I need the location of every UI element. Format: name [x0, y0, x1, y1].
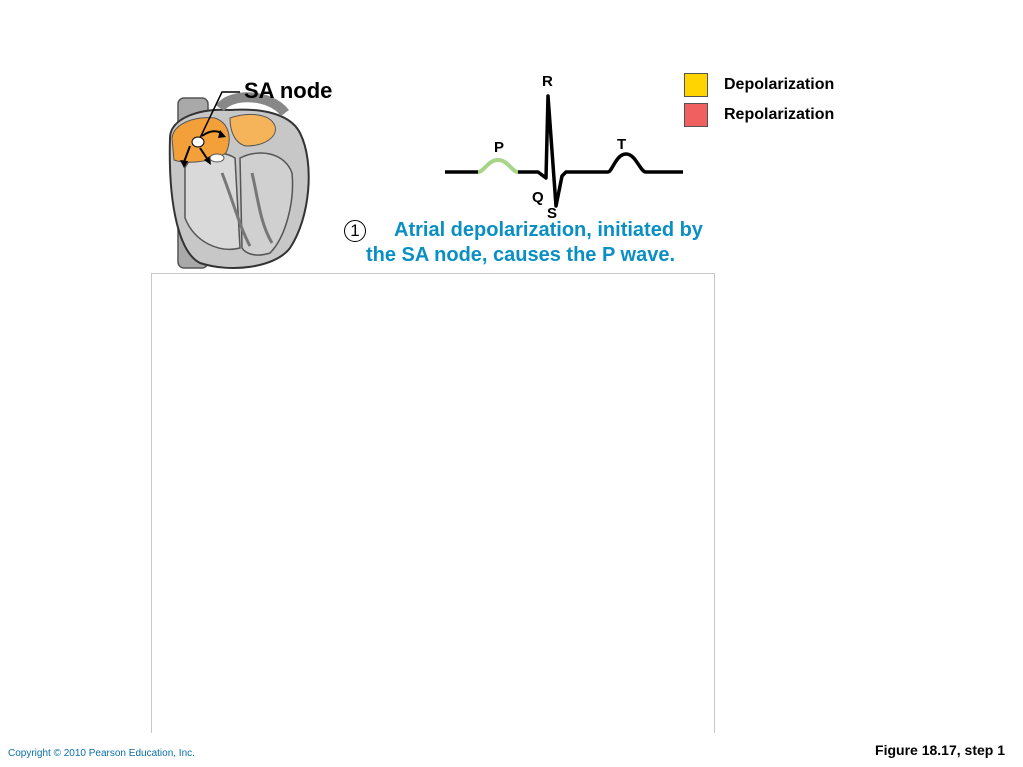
ventricle-wall: [220, 172, 274, 247]
ecg-trace: R P T Q S: [445, 73, 683, 222]
legend-label: Repolarization: [724, 106, 835, 123]
step-text-line1: Atrial depolarization, initiated by: [394, 219, 703, 241]
av-node: [209, 153, 225, 163]
legend: Depolarization Repolarization: [684, 72, 834, 132]
content-frame: [151, 273, 715, 733]
legend-item-repolarization: Repolarization: [684, 102, 834, 128]
depolarization-swatch: [684, 73, 708, 97]
ecg-label-s: S: [547, 205, 557, 222]
arrowhead-3: [218, 130, 226, 138]
sa-node-leader: [199, 91, 240, 139]
step-caption: 1 Atrial depolarization, initiated by th…: [344, 218, 774, 268]
ecg-p-wave: [477, 157, 519, 174]
step-number-badge: 1: [344, 219, 366, 242]
arrowhead-2: [204, 156, 211, 165]
legend-item-depolarization: Depolarization: [684, 72, 834, 98]
sa-node-label: SA node: [244, 78, 333, 103]
left-atrium-depolarized: [229, 113, 276, 147]
heart-diagram: [168, 91, 310, 269]
arrowhead-1: [180, 160, 188, 168]
step-text-line2: the SA node, causes the P wave.: [366, 244, 676, 266]
legend-label: Depolarization: [724, 76, 835, 93]
ecg-label-t: T: [617, 136, 626, 153]
conduction-arrow-2: [199, 147, 209, 161]
ecg-label-r: R: [542, 73, 553, 90]
repolarization-swatch: [684, 103, 708, 127]
ecg-label-p: P: [494, 139, 504, 156]
figure-label: Figure 18.17, step 1: [875, 742, 1005, 758]
ecg-label-q: Q: [532, 189, 544, 206]
conduction-arrow-1: [183, 145, 191, 163]
aortic-arch: [215, 92, 289, 117]
sa-node: [191, 136, 205, 148]
ecg-baseline: [445, 94, 683, 208]
copyright-notice: Copyright © 2010 Pearson Education, Inc.: [8, 748, 195, 759]
